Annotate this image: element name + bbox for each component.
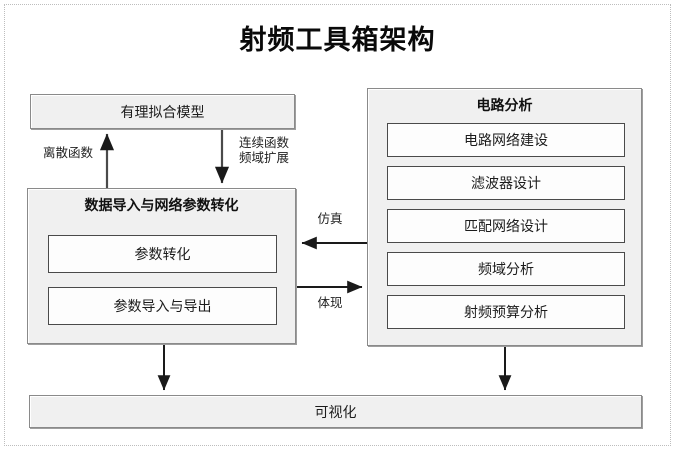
- group-circuit-analysis-title: 电路分析: [476, 99, 533, 114]
- node-frequency-domain-analysis-label: 频域分析: [478, 261, 534, 277]
- node-parameter-conversion-label: 参数转化: [134, 246, 191, 262]
- node-circuit-network-construction-label: 电路网络建设: [464, 132, 548, 148]
- node-rf-budget-analysis-label: 射频预算分析: [464, 304, 548, 320]
- group-data-import-conversion-title: 数据导入与网络参数转化: [84, 199, 239, 214]
- node-circuit-network-construction[interactable]: 电路网络建设: [387, 123, 625, 157]
- edge-label-continuous-function: 连续函数 频域扩展: [238, 136, 289, 165]
- node-filter-design[interactable]: 滤波器设计: [387, 166, 625, 200]
- node-matching-network-design-label: 匹配网络设计: [464, 218, 548, 234]
- node-rf-budget-analysis[interactable]: 射频预算分析: [387, 295, 625, 329]
- node-matching-network-design[interactable]: 匹配网络设计: [387, 209, 625, 243]
- node-visualization-label: 可视化: [314, 403, 357, 420]
- node-rational-fitting-model-label: 有理拟合模型: [120, 103, 205, 120]
- edge-label-embodiment: 体现: [317, 296, 343, 310]
- node-parameter-import-export[interactable]: 参数导入与导出: [48, 287, 277, 325]
- edge-label-discrete-function: 离散函数: [42, 146, 93, 160]
- node-parameter-import-export-label: 参数导入与导出: [113, 298, 212, 314]
- node-rational-fitting-model[interactable]: 有理拟合模型: [30, 94, 295, 129]
- node-parameter-conversion[interactable]: 参数转化: [48, 235, 277, 273]
- edge-label-simulation: 仿真: [317, 212, 343, 226]
- node-filter-design-label: 滤波器设计: [471, 175, 541, 191]
- page-title: 射频工具箱架构: [239, 25, 436, 55]
- group-data-import-conversion[interactable]: 数据导入与网络参数转化 参数转化 参数导入与导出: [27, 188, 296, 344]
- group-circuit-analysis[interactable]: 电路分析 电路网络建设 滤波器设计 匹配网络设计 频域分析 射频预算分析: [367, 88, 642, 346]
- node-frequency-domain-analysis[interactable]: 频域分析: [387, 252, 625, 286]
- node-visualization[interactable]: 可视化: [29, 395, 642, 428]
